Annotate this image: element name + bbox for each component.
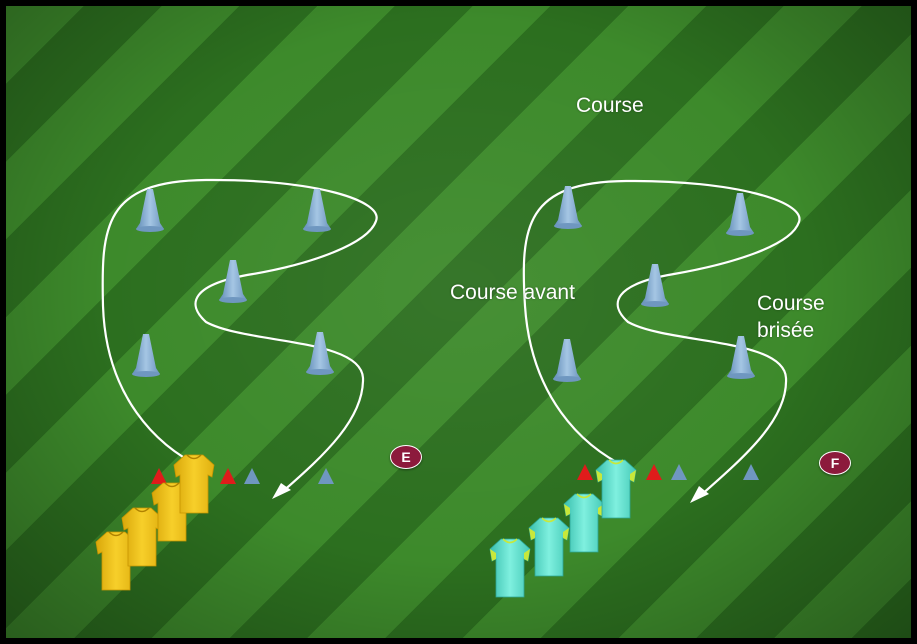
flat-cone-icon xyxy=(318,468,334,484)
tall-cone-icon xyxy=(553,339,581,382)
path-arrowheads xyxy=(272,483,709,503)
tall-cone-icon xyxy=(554,186,582,229)
tall-cone-icon xyxy=(641,264,669,307)
running-paths xyxy=(103,180,800,496)
jersey-icon xyxy=(564,494,604,552)
flat-cone-icon xyxy=(671,464,687,480)
jersey-icon xyxy=(122,508,162,566)
marker-e: E xyxy=(390,445,422,469)
yellow-team xyxy=(96,455,214,590)
tall-cone-icon xyxy=(726,193,754,236)
flat-cone-icon xyxy=(743,464,759,480)
marker-f: F xyxy=(819,451,851,475)
flat-cone-icon xyxy=(220,468,236,484)
jersey-icon xyxy=(490,539,530,597)
left-cone-group xyxy=(132,189,334,377)
jersey-icon xyxy=(174,455,214,513)
jersey-icon xyxy=(596,460,636,518)
tall-cone-icon xyxy=(136,189,164,232)
tall-cone-icon xyxy=(303,189,331,232)
jersey-icon xyxy=(529,518,569,576)
label-course-brisee: Course brisée xyxy=(757,290,867,344)
flat-cone-icon xyxy=(244,468,260,484)
cyan-team xyxy=(490,460,636,597)
flat-cone-icon xyxy=(577,464,593,480)
flat-cone-icon xyxy=(151,468,167,484)
tall-cone-icon xyxy=(727,336,755,379)
flat-cone-icon xyxy=(646,464,662,480)
arrow-head-icon xyxy=(690,486,709,503)
start-line-cones xyxy=(151,464,759,484)
right-cone-group xyxy=(553,186,755,382)
tall-cone-icon xyxy=(132,334,160,377)
label-course: Course xyxy=(576,92,644,119)
tall-cone-icon xyxy=(306,332,334,375)
label-course-avant: Course avant xyxy=(450,279,575,306)
